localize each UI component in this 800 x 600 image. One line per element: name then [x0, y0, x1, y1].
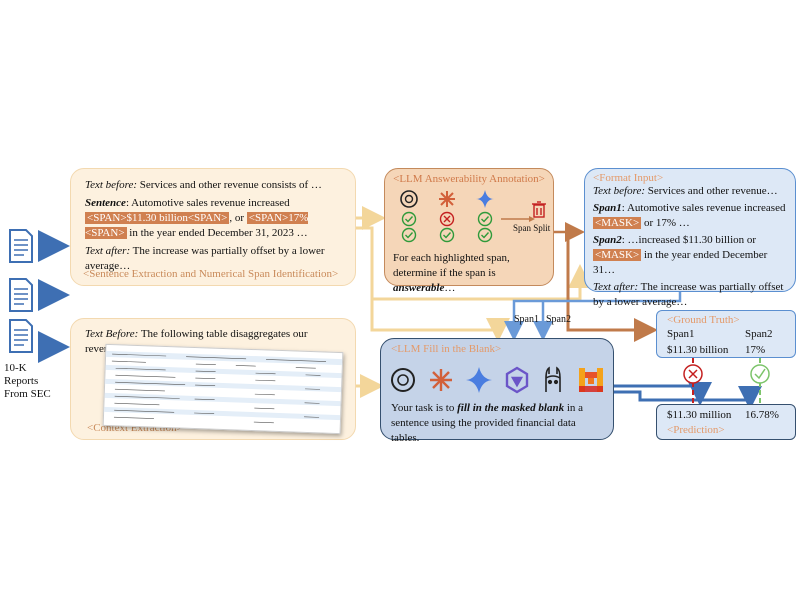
to-ground-truth-arrow: [566, 232, 658, 342]
answerability-desc-bold: answerable: [393, 282, 445, 294]
financial-table-image: [102, 343, 344, 435]
cross-mark-icon: [688, 369, 698, 379]
text-before-label: Text Before:: [85, 328, 139, 340]
gemini-icon: [466, 367, 492, 393]
fill-to-pred1-arrow: [614, 382, 712, 406]
ground-truth-value1: $11.30 billion: [667, 344, 729, 356]
sec-label-line: From SEC: [4, 388, 51, 400]
ground-truth-box: <Ground Truth> Span1 Span2 $11.30 billio…: [656, 310, 796, 358]
fill-blank-desc-text: Your task is to: [391, 402, 458, 414]
document-icon: [8, 228, 34, 269]
text-after-label: Text after:: [85, 245, 131, 257]
span2-arrow-label: Span2: [546, 314, 571, 325]
ground-truth-col2: Span2: [745, 328, 773, 340]
fill-blank-desc-bold: fill in the masked blank: [457, 402, 565, 414]
sentence-text: in the year ended December 31, 2023 …: [129, 227, 308, 239]
span-highlight: <SPAN>$11.30 billion<SPAN>: [85, 212, 230, 224]
ground-truth-col1: Span1: [667, 328, 695, 340]
sentence-text: : Automotive sales revenue increased: [125, 197, 290, 209]
prediction-title: <Prediction>: [667, 424, 725, 436]
mask-highlight: <MASK>: [593, 217, 642, 229]
prediction-box: $11.30 million 16.78% <Prediction>: [656, 404, 796, 440]
fill-to-pred2-arrow: [614, 386, 762, 410]
openai-icon: [391, 368, 415, 392]
sentence-to-fill-arrow: [370, 299, 510, 342]
openai-icon: [400, 190, 418, 208]
check-circle-icon: [750, 364, 770, 384]
document-icon: [8, 277, 34, 318]
claude-icon: [430, 369, 452, 391]
judgement-row: [401, 211, 493, 227]
split-arrow-head: [529, 216, 535, 222]
span-split-label: Span Split: [513, 223, 551, 233]
answerability-box: <LLM Answerability Annotation>: [384, 168, 554, 294]
text-before-label: Text before:: [593, 185, 646, 197]
format-input-title: <Format Input>: [593, 172, 664, 184]
answerability-desc-text: …: [444, 282, 456, 294]
span1-arrow: [504, 292, 682, 341]
format-text-before: Text before: Services and other revenue…: [593, 184, 787, 199]
claude-icon: [439, 191, 455, 207]
span1-text: : Automotive sales revenue increased: [621, 202, 786, 214]
text-after-label: Text after:: [593, 281, 639, 293]
fill-blank-box: <LLM Fill in the Blank> Your task: [380, 338, 614, 444]
llama-icon: [545, 366, 561, 392]
sec-label-line: 10-K: [4, 362, 27, 374]
sentence-extraction-label: <Sentence Extraction and Numerical Span …: [83, 268, 339, 280]
text-after-line: Text after: The increase was partially o…: [85, 244, 341, 274]
qwen-icon: [505, 366, 529, 394]
fill-blank-title: <LLM Fill in the Blank>: [391, 343, 502, 355]
model-judgement-icons: [400, 190, 546, 243]
trash-icon: [532, 201, 546, 218]
format-span1-line: Span1: Automotive sales revenue increase…: [593, 201, 787, 231]
sentence-label: Sentence: [85, 197, 126, 209]
span1-text: or 17% …: [641, 217, 690, 229]
sentence-separator: , or: [229, 212, 247, 224]
answerability-desc-text: For each highlighted span, determine if …: [393, 252, 510, 279]
span1-arrow-label: Span1: [514, 314, 539, 325]
judgement-row: [401, 227, 493, 243]
fill-blank-desc-text: in a sentence using the provided financi…: [391, 402, 584, 444]
check-mark-icon: [754, 368, 766, 380]
ground-truth-title: <Ground Truth>: [667, 314, 740, 326]
document-icon: [8, 318, 34, 359]
fill-blank-description: Your task is to fill in the masked blank…: [391, 401, 605, 446]
text-before-value: Services and other revenue consists of …: [137, 179, 322, 191]
format-text-after: Text after: The increase was partially o…: [593, 280, 787, 310]
sentence-line: Sentence: Automotive sales revenue incre…: [85, 196, 341, 241]
span2-text: : …increased $11.30 billion or: [621, 234, 757, 246]
answerability-description: For each highlighted span, determine if …: [393, 251, 549, 296]
sec-label-line: Reports: [4, 375, 39, 387]
table-lines-graphic: [104, 350, 343, 424]
model-icons-row: [391, 366, 603, 394]
answerability-title: <LLM Answerability Annotation>: [393, 173, 545, 185]
mistral-icon: [579, 368, 603, 392]
text-after-value: The increase was partially offset by a l…: [593, 281, 784, 308]
mask-highlight: <MASK>: [593, 249, 642, 261]
span2-text: in the year ended December 31…: [593, 249, 768, 276]
prediction-value1: $11.30 million: [667, 409, 732, 421]
ground-truth-value2: 17%: [745, 344, 766, 356]
format-input-box: <Format Input> Text before: Services and…: [584, 168, 796, 308]
text-before-label: Text before:: [85, 179, 138, 191]
span2-label: Span2: [593, 234, 622, 246]
format-span2-line: Span2: …increased $11.30 billion or <MAS…: [593, 233, 787, 278]
sentence-extraction-box: Text before: Services and other revenue …: [70, 168, 356, 286]
span1-label: Span1: [593, 202, 622, 214]
prediction-value2: 16.78%: [745, 409, 779, 421]
sec-label: 10-K Reports From SEC: [4, 362, 64, 401]
gemini-icon: [476, 190, 494, 208]
text-before-line: Text before: Services and other revenue …: [85, 178, 341, 193]
text-after-value: The increase was partially offset by a l…: [85, 245, 325, 272]
text-before-value: Services and other revenue…: [645, 185, 778, 197]
